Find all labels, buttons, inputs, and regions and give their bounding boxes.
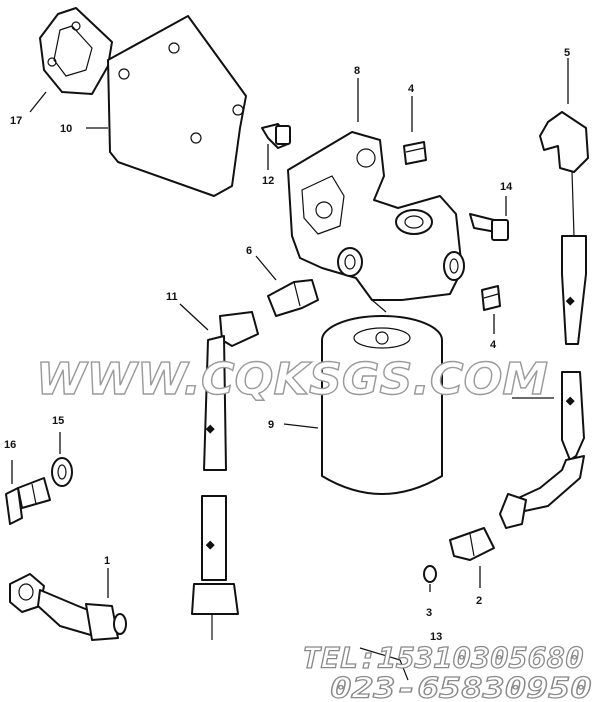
callout-10: 10: [60, 123, 72, 135]
callout-1: 1: [104, 555, 110, 567]
callout-12: 12: [262, 175, 274, 187]
plug-part-4-top: [403, 141, 427, 165]
mounting-plate-part-10: [107, 15, 247, 197]
callout-15: 15: [52, 415, 64, 427]
part-13: [359, 647, 409, 681]
bolt-part-12: [261, 123, 291, 149]
callout-11: 11: [166, 291, 178, 303]
callout-4-side: 4: [490, 339, 497, 351]
leader-lines: [11, 58, 569, 598]
callout-4-top: 4: [408, 83, 415, 95]
bolt-part-14: [469, 213, 509, 241]
callout-2: 2: [476, 595, 482, 607]
hose-part-11: ◆ ◆: [191, 311, 259, 640]
gasket-part-17: [39, 7, 113, 95]
o-ring-part-3: [423, 565, 437, 583]
svg-text:◆: ◆: [565, 395, 575, 407]
hose-right: ◆ ◆: [499, 235, 587, 529]
elbow-part-5: [539, 111, 589, 237]
svg-text:◆: ◆: [565, 295, 575, 307]
banjo-fitting-part-1: [9, 573, 127, 641]
callout-14: 14: [500, 181, 513, 193]
banjo-bolt-part-16: [5, 477, 51, 525]
plug-part-4-side: [481, 285, 501, 311]
callout-13: 13: [430, 631, 442, 643]
callout-8: 8: [354, 65, 360, 77]
callout-3: 3: [426, 607, 432, 619]
svg-text:◆: ◆: [205, 539, 215, 551]
callout-5: 5: [564, 47, 570, 59]
watermark-phone: 023-65830950: [330, 672, 592, 702]
fitting-part-2: [449, 527, 495, 561]
filter-canister-part-9: [321, 315, 443, 495]
fitting-part-6: [267, 279, 319, 317]
watermark-site: WWW.CQKSGS.COM: [36, 354, 548, 405]
callout-9: 9: [268, 419, 274, 431]
callout-6: 6: [246, 245, 252, 257]
svg-text:◆: ◆: [205, 423, 215, 435]
filter-head-part-8: [287, 131, 465, 313]
callout-16: 16: [4, 439, 16, 451]
callout-17: 17: [10, 115, 22, 127]
washer-part-15: [51, 457, 73, 487]
watermark-tel: TEL:15310305680: [302, 642, 584, 675]
